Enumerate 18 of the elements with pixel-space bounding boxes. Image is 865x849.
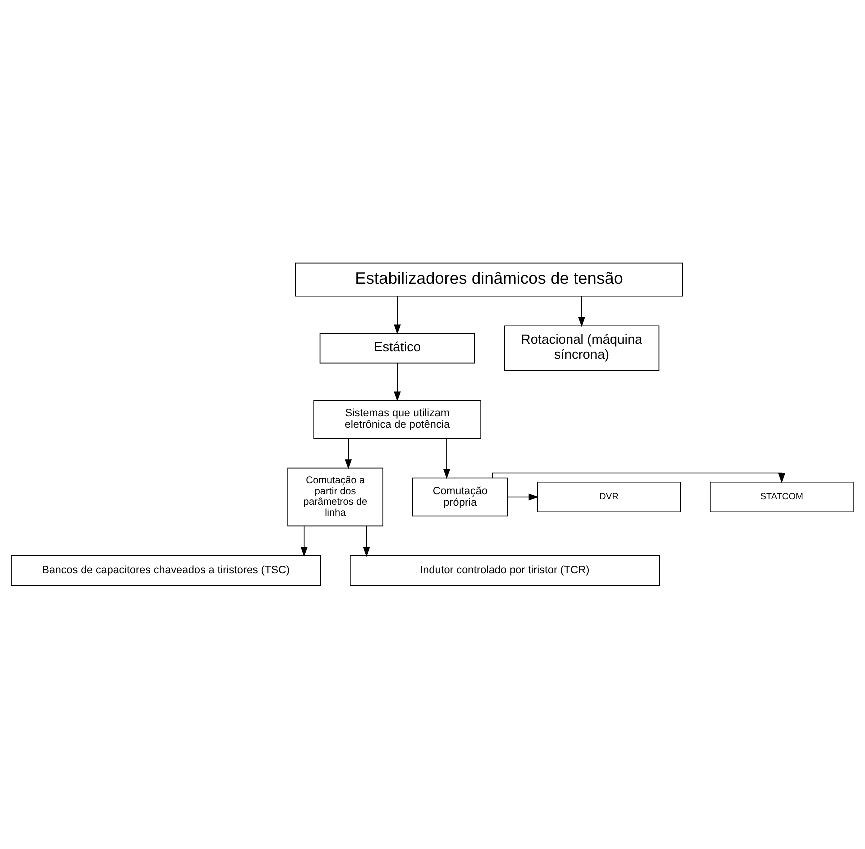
node-box: Estático <box>320 333 476 364</box>
node-box: Estabilizadores dinâmicos de tensão <box>295 262 684 297</box>
node-box: DVR <box>537 482 682 513</box>
node-box: Bancos de capacitores chaveados a tiristores (TSC) <box>11 556 322 586</box>
arrow <box>444 438 450 480</box>
node-box: Rotacional (máquina síncrona) <box>504 326 660 372</box>
node-box: Comutação própria <box>412 478 508 517</box>
node-box: Comutação a partir dos parâmetros de linha <box>288 468 384 527</box>
arrow <box>345 438 352 470</box>
arrow <box>300 526 308 558</box>
node-box: Indutor controlado por tiristor (TCR) <box>350 556 660 586</box>
arrow <box>363 526 370 558</box>
node-box: STATCOM <box>710 482 854 513</box>
arrow <box>394 296 402 335</box>
arrow <box>394 363 402 402</box>
node-box: Sistemas que utilizam eletrônica de potência <box>314 400 482 439</box>
arrow <box>578 296 586 328</box>
arrow <box>508 494 539 501</box>
